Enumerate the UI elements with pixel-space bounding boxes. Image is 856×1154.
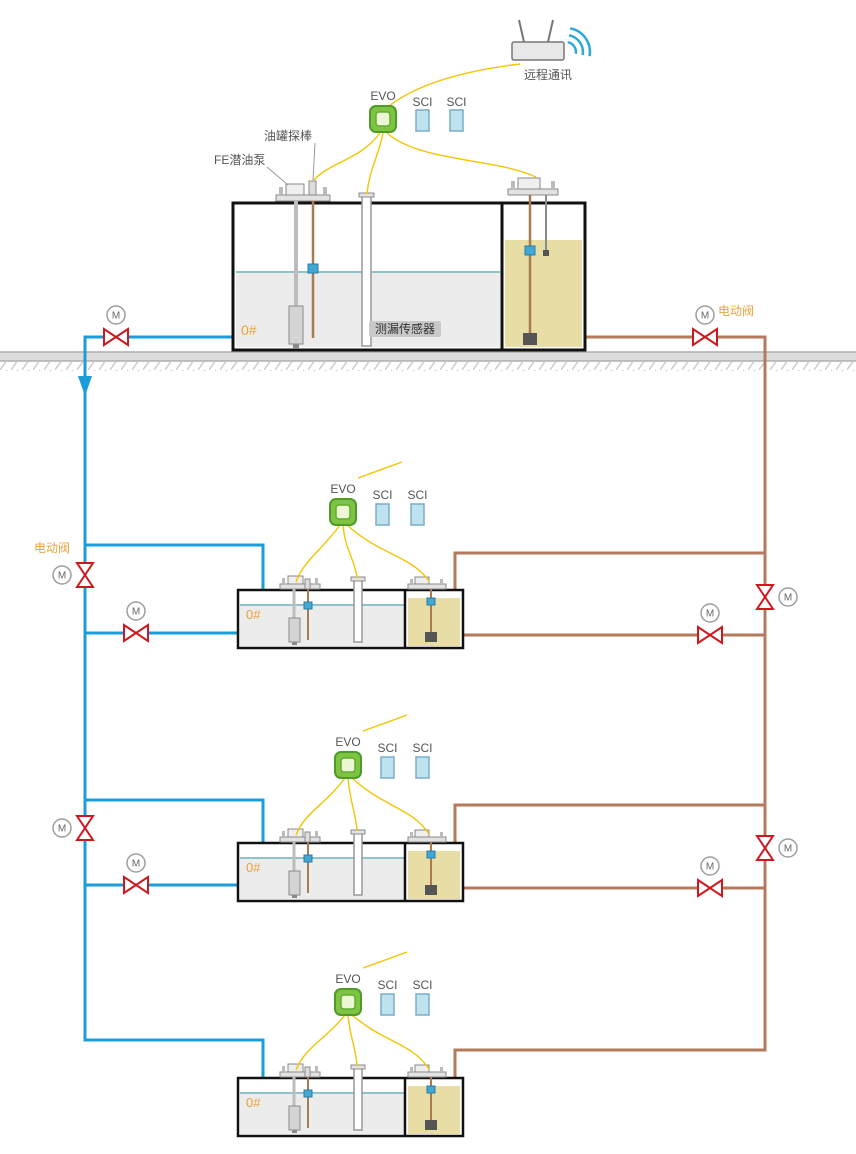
sci-label: SCI xyxy=(407,488,428,502)
sci-label: SCI xyxy=(446,95,467,109)
wifi-signal-icon xyxy=(567,27,592,57)
sci-module xyxy=(380,756,395,779)
motor-valve-icon xyxy=(692,328,718,346)
sci-module xyxy=(449,109,464,132)
sci-label: SCI xyxy=(412,978,433,992)
motor-valve-icon xyxy=(123,876,149,894)
sci-module xyxy=(415,756,430,779)
evo-controller xyxy=(334,751,362,779)
motor-indicator xyxy=(778,587,798,607)
ground-line xyxy=(0,351,856,371)
motor-valve-icon xyxy=(697,626,723,644)
motor-indicator xyxy=(52,565,72,585)
motor-indicator xyxy=(126,853,146,873)
brown-pipe-network xyxy=(453,335,767,1078)
motor-valve-icon xyxy=(76,815,94,841)
motor-valve-icon xyxy=(123,624,149,642)
fe-pump-label: FE潜油泵 xyxy=(214,153,266,167)
signal-wires xyxy=(295,63,537,1071)
underground-tank-2 xyxy=(236,827,465,903)
electric-valve-label: 电动阀 xyxy=(34,541,71,555)
underground-tank-1 xyxy=(236,574,465,650)
evo-controller xyxy=(369,105,397,133)
evo-label: EVO xyxy=(335,735,361,749)
sci-module xyxy=(415,993,430,1016)
motor-indicator xyxy=(700,856,720,876)
tank-grade-label: 0# xyxy=(246,860,261,875)
motor-indicator xyxy=(778,838,798,858)
motor-indicator xyxy=(700,603,720,623)
evo-label: EVO xyxy=(335,972,361,986)
tank-grade-label: 0# xyxy=(246,607,261,622)
router xyxy=(511,19,565,61)
tank-grade-label: 0# xyxy=(241,322,257,338)
sci-label: SCI xyxy=(377,978,398,992)
motor-indicator xyxy=(52,818,72,838)
motor-valve-icon xyxy=(756,584,774,610)
motor-valve-icon xyxy=(756,835,774,861)
tank-probe-label: 油罐探棒 xyxy=(264,129,313,143)
motor-valve-icon xyxy=(697,879,723,897)
sci-module xyxy=(415,109,430,132)
submersible-pump xyxy=(275,180,331,348)
motor-indicator xyxy=(106,305,126,325)
sci-module xyxy=(375,503,390,526)
tank-grade-label: 0# xyxy=(246,1095,261,1110)
surface-tank xyxy=(231,177,587,352)
blue-pipe-network xyxy=(83,335,265,1078)
diesel-probe xyxy=(507,177,559,345)
remote-comm-label: 远程通讯 xyxy=(524,68,573,82)
sci-label: SCI xyxy=(412,741,433,755)
sci-label: SCI xyxy=(377,741,398,755)
motor-indicator xyxy=(695,305,715,325)
evo-label: EVO xyxy=(370,89,396,103)
motor-valve-icon xyxy=(103,328,129,346)
evo-controller xyxy=(334,988,362,1016)
motor-valve-icon xyxy=(76,562,94,588)
sci-module xyxy=(380,993,395,1016)
underground-tank-3 xyxy=(236,1062,465,1138)
leak-sensor-label: 测漏传感器 xyxy=(369,321,442,338)
sci-label: SCI xyxy=(412,95,433,109)
evo-controller xyxy=(329,498,357,526)
tank-probe xyxy=(307,201,319,338)
motor-indicator xyxy=(126,601,146,621)
leak-sensor-tube xyxy=(358,192,375,347)
flow-arrow-down-icon xyxy=(78,376,92,396)
electric-valve-label: 电动阀 xyxy=(718,304,755,318)
evo-label: EVO xyxy=(330,482,356,496)
sci-module xyxy=(410,503,425,526)
leader-lines xyxy=(266,142,316,186)
sci-label: SCI xyxy=(372,488,393,502)
